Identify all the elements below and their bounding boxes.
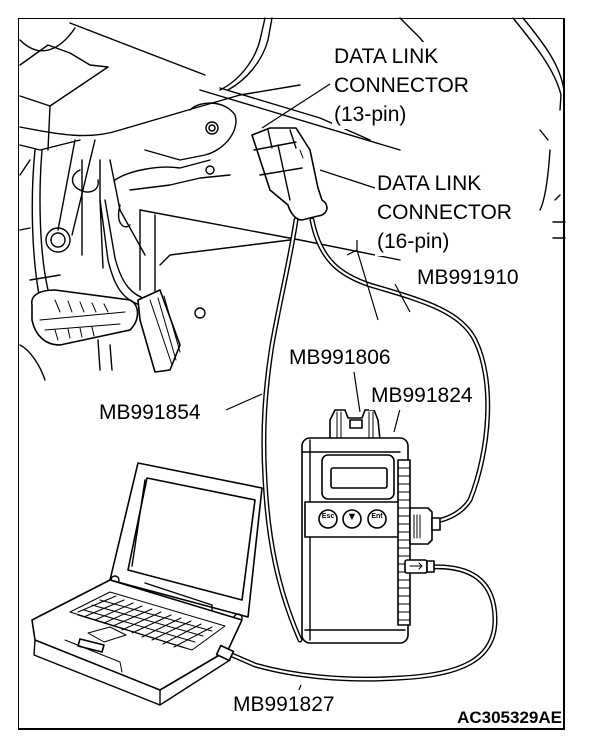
label-mb991827: MB991827 xyxy=(231,690,337,719)
label-mb991910: MB991910 xyxy=(415,263,521,292)
data-link-connector-plug xyxy=(251,127,328,221)
label-mb991854: MB991854 xyxy=(97,398,203,427)
label-line: DATA LINK xyxy=(377,172,482,195)
figure-code: AC305329AE xyxy=(457,708,562,727)
keyboard-keys xyxy=(77,595,213,649)
down-arrow-button-icon: ▼ xyxy=(346,511,358,523)
label-mb991806: MB991806 xyxy=(287,343,393,372)
esc-button-icon: Esc xyxy=(321,513,335,520)
scan-tool-device xyxy=(301,409,441,644)
enter-button-icon: Ent xyxy=(371,513,383,520)
leader-lines xyxy=(225,83,411,698)
label-mb991824: MB991824 xyxy=(369,381,475,410)
label-data-link-connector-16pin: DATA LINK CONNECTOR (16-pin) xyxy=(375,169,514,256)
label-data-link-connector-13pin: DATA LINK CONNECTOR (13-pin) xyxy=(332,42,471,129)
laptop-illustration xyxy=(31,462,263,706)
cables xyxy=(229,217,498,682)
figure-frame xyxy=(18,18,565,730)
label-line: CONNECTOR xyxy=(377,201,512,224)
dashboard-illustration xyxy=(19,17,401,381)
label-line: (16-pin) xyxy=(377,230,450,253)
label-line: (13-pin) xyxy=(334,103,407,126)
label-line: DATA LINK xyxy=(334,45,439,68)
label-line: CONNECTOR xyxy=(334,74,469,97)
